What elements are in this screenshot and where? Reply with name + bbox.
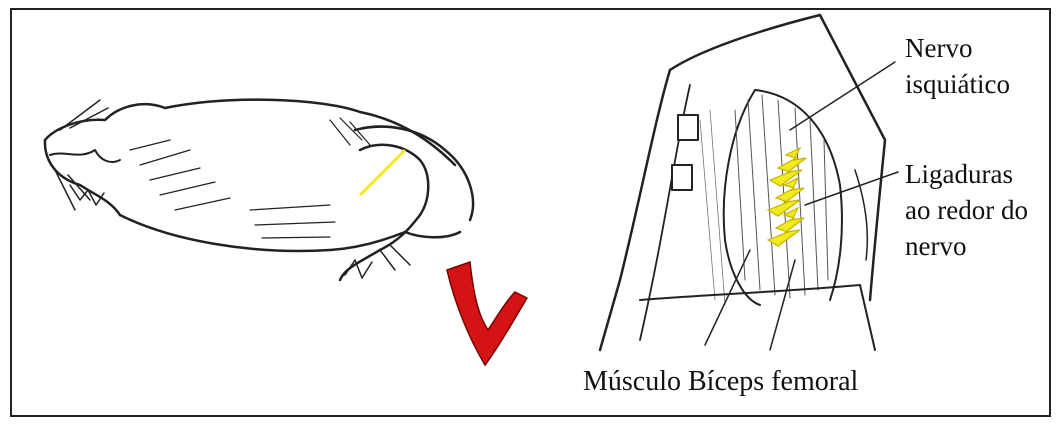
label-musculo-biceps-femoral: Músculo Bíceps femoral (583, 364, 858, 400)
label-line: nervo (905, 228, 1028, 264)
incision-line (360, 150, 405, 195)
label-line: Ligaduras (905, 156, 1028, 192)
label-line: Nervo (905, 30, 1010, 66)
incision-marker-icon (447, 262, 527, 365)
rat-drawing (45, 100, 473, 280)
ligatures-icon (768, 148, 806, 246)
label-line: ao redor do (905, 192, 1028, 228)
label-line: isquiático (905, 66, 1010, 102)
label-ligaduras: Ligaduras ao redor do nervo (905, 156, 1028, 264)
thigh-dissection-drawing (600, 15, 898, 350)
label-nervo-isquiatico: Nervo isquiático (905, 30, 1010, 102)
